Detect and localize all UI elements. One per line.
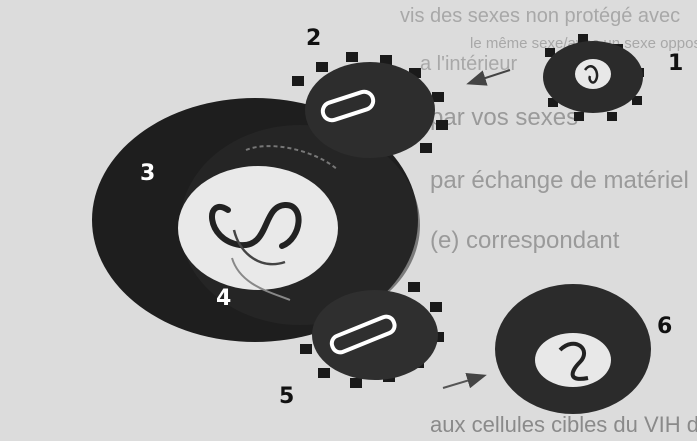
bg-text-line: (e) correspondant	[430, 227, 620, 254]
bg-text-line: aux cellules cibles du VIH dans l'organi…	[430, 412, 697, 437]
bg-text-line: par vos sexes	[430, 104, 578, 131]
cell-nucleus	[178, 166, 338, 290]
arrow-5-to-6	[443, 376, 483, 388]
new-virion	[495, 284, 651, 414]
step-label-3: 3	[140, 161, 155, 186]
step-label-4: 4	[216, 286, 231, 311]
step-label-5: 5	[279, 384, 294, 409]
bg-text-line: par échange de matériel	[430, 167, 689, 194]
step-label-1: 1	[668, 51, 683, 76]
step-label-6: 6	[657, 314, 672, 339]
step-label-2: 2	[306, 26, 321, 51]
bg-text-line: vis des sexes non protégé avec	[400, 5, 680, 27]
